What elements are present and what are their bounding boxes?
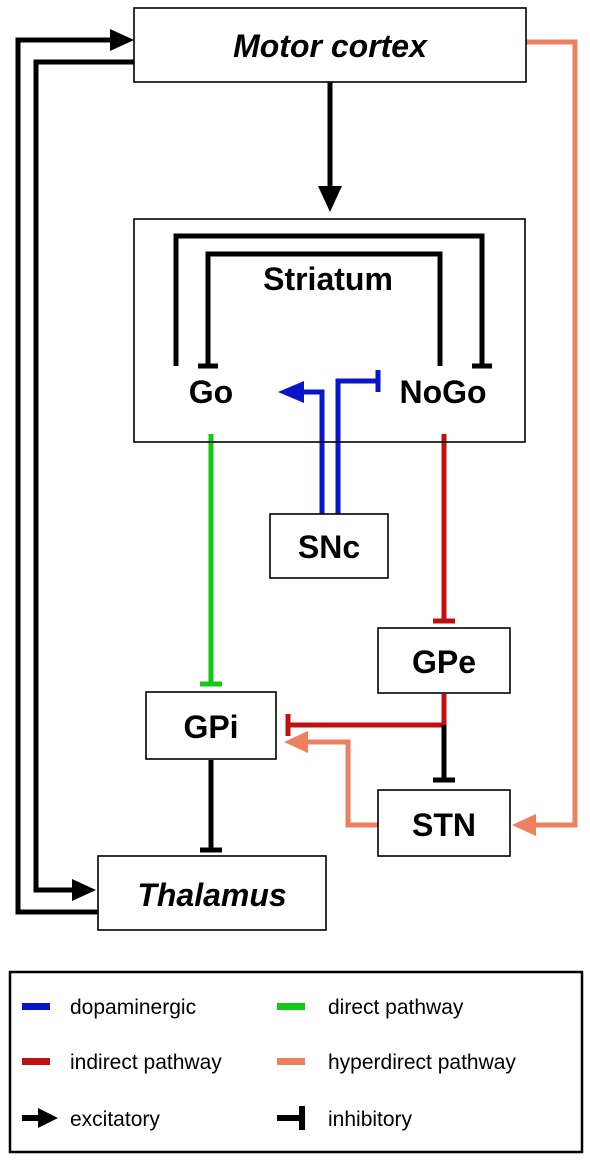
cortex-to-striatum-edge [318,82,342,212]
snc-label: SNc [298,529,360,565]
gpe-to-stn-edge [433,725,455,783]
gpi-node: GPi [145,691,277,760]
legend-indirect: indirect pathway [22,1051,222,1074]
legend-excitatory-label: excitatory [70,1108,160,1131]
excitatory-arrow-icon [22,1108,58,1128]
legend: dopaminergic direct pathway indirect pat… [8,970,584,1154]
legend-direct-label: direct pathway [328,996,464,1019]
nogo-to-gpe-edge [433,434,455,624]
snc-to-go-edge [278,381,325,514]
stn-to-gpi-edge [284,731,378,828]
go-to-gpi-edge [200,434,222,687]
cortex-to-thalamus-edge [33,59,134,901]
legend-dopaminergic-label: dopaminergic [70,996,196,1019]
legend-excitatory: excitatory [22,1108,160,1131]
legend-hyperdirect-label: hyperdirect pathway [328,1051,516,1074]
stn-label: STN [412,807,476,843]
legend-indirect-label: indirect pathway [70,1051,222,1074]
snc-to-nogo-edge [335,370,381,514]
gpi-to-thalamus-edge [200,760,222,853]
legend-hyperdirect: hyperdirect pathway [277,1051,516,1074]
legend-dopaminergic: dopaminergic [22,996,196,1019]
legend-inhibitory: inhibitory [277,1106,413,1131]
legend-dopaminergic-swatch [22,1003,50,1010]
nogo-label: NoGo [399,374,486,410]
legend-inhibitory-label: inhibitory [328,1108,413,1131]
motor-cortex-node: Motor cortex [133,7,527,83]
gpi-label: GPi [183,709,238,745]
striatum-lateral-inhibition [173,233,492,369]
gpe-node: GPe [377,627,511,694]
go-label: Go [189,374,233,410]
thalamus-label: Thalamus [137,877,286,913]
snc-node: SNc [269,513,389,579]
motor-cortex-label: Motor cortex [233,28,428,64]
hyperdirect-edge [512,39,578,836]
striatum-label: Striatum [263,261,393,297]
thalamus-to-cortex-edge [15,29,134,915]
legend-direct-swatch [277,1003,305,1010]
thalamus-node: Thalamus [97,855,327,931]
legend-hyperdirect-swatch [277,1058,305,1065]
legend-direct: direct pathway [277,996,464,1019]
stn-node: STN [377,789,511,857]
legend-indirect-swatch [22,1058,50,1065]
gpe-label: GPe [412,644,476,680]
striatum-node: Striatum Go NoGo [133,218,526,443]
inhibitory-bar-icon [277,1106,305,1130]
gpe-to-gpi-edge [285,694,447,736]
